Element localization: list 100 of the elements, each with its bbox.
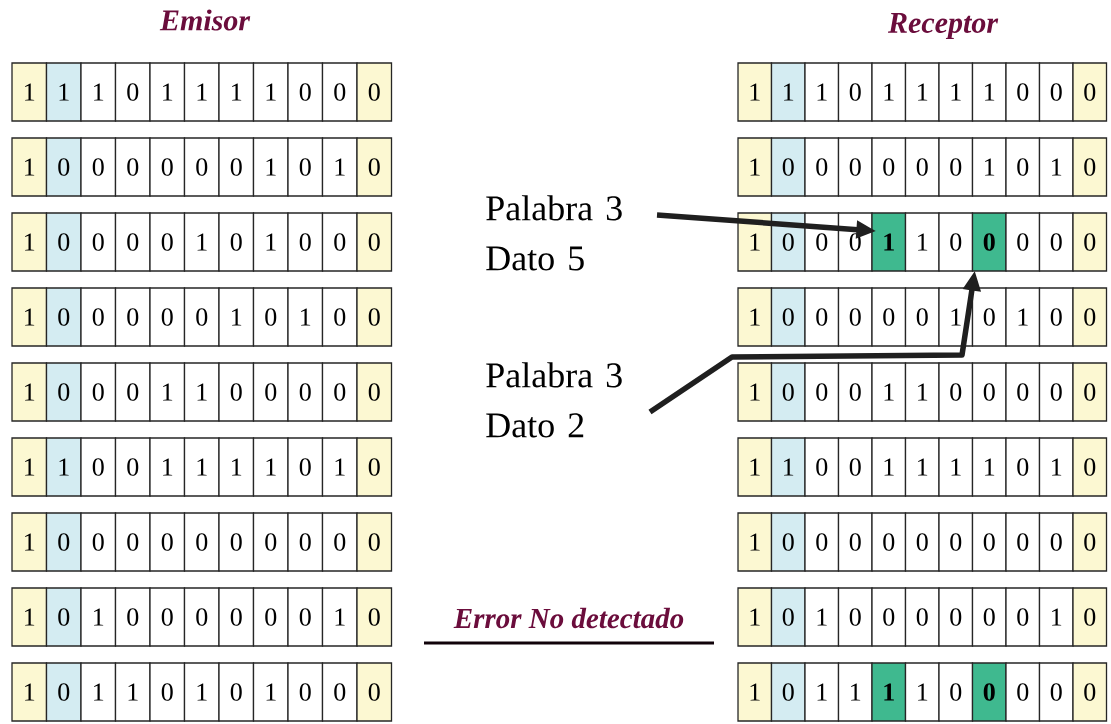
bit-cell: 0 [321, 212, 358, 272]
bit-cell: 0 [45, 137, 82, 197]
bit-cell: 1 [252, 437, 289, 497]
bit-cell: 1 [149, 62, 186, 122]
bit-cell: 1 [804, 587, 840, 647]
bit-cell: 1 [737, 437, 773, 497]
bit-cell: 0 [1072, 287, 1108, 347]
bit-cell: 0 [770, 137, 806, 197]
bit-cell: 1 [114, 662, 151, 722]
bit-cell: 0 [114, 587, 151, 647]
bit-cell: 0 [183, 512, 220, 572]
bit-cell: 0 [80, 287, 117, 347]
bit-cell: 0 [114, 287, 151, 347]
bit-cell: 0 [904, 287, 940, 347]
bit-cell: 1 [1005, 287, 1041, 347]
bit-cell: 0 [1038, 287, 1074, 347]
panel-title: Receptor [888, 13, 999, 39]
bit-cell: 0 [837, 587, 873, 647]
bit-cell: 1 [45, 437, 82, 497]
bit-cell: 1 [11, 512, 48, 572]
bit-cell: 0 [971, 287, 1007, 347]
bit-cell: 1 [183, 362, 220, 422]
bit-cell: 1 [737, 287, 773, 347]
bit-cell: 0 [904, 587, 940, 647]
bit-cell: 1 [904, 437, 940, 497]
bit-cell: 1 [938, 437, 974, 497]
note-text: Error No detectado [453, 607, 684, 629]
bit-cell: 0 [321, 287, 358, 347]
bit-cell: 0 [218, 512, 255, 572]
bit-cell: 0 [938, 512, 974, 572]
bit-cell: 1 [904, 662, 940, 722]
bit-cell: 0 [938, 362, 974, 422]
bit-cell: 0 [1072, 137, 1108, 197]
bit-cell: 0 [80, 212, 117, 272]
bit-cell: 0 [356, 587, 393, 647]
bit-cell: 0 [770, 512, 806, 572]
bit-cell: 0 [45, 287, 82, 347]
bit-cell: 1 [218, 62, 255, 122]
bit-cell: 0 [837, 62, 873, 122]
bit-cell: 0 [80, 362, 117, 422]
bit-cell: 0 [252, 512, 289, 572]
bit-cell: 1 [183, 437, 220, 497]
bit-cell: 1 [321, 137, 358, 197]
bit-cell: 0 [356, 437, 393, 497]
bit-cell: 0 [804, 212, 840, 272]
bit-cell: 1 [183, 62, 220, 122]
bit-cell: 0 [1072, 662, 1108, 722]
bit-cell: 1 [183, 662, 220, 722]
bit-cell: 1 [737, 587, 773, 647]
bit-cell: 0 [149, 662, 186, 722]
bit-cell: 0 [938, 587, 974, 647]
bit-cell: 0 [218, 137, 255, 197]
bit-cell: 0 [183, 137, 220, 197]
bit-cell: 1 [11, 287, 48, 347]
bit-cell: 1 [45, 62, 82, 122]
bit-cell: 0 [837, 287, 873, 347]
bit-cell: 0 [183, 587, 220, 647]
bit-cell: 0 [356, 137, 393, 197]
bit-cell: 0 [356, 362, 393, 422]
bit-cell: 0 [80, 512, 117, 572]
bit-cell: 0 [114, 137, 151, 197]
bit-cell: 0 [287, 137, 324, 197]
bit-cell: 0 [218, 662, 255, 722]
bit-cell: 0 [149, 137, 186, 197]
bit-cell: 1 [871, 362, 907, 422]
bit-cell: 0 [356, 287, 393, 347]
bit-cell: 1 [252, 212, 289, 272]
bit-cell: 0 [1038, 62, 1074, 122]
bit-cell: 0 [45, 662, 82, 722]
bit-cell: 1 [871, 437, 907, 497]
bit-cell: 1 [11, 62, 48, 122]
bit-cell: 1 [971, 437, 1007, 497]
bit-cell: 1 [287, 287, 324, 347]
bit-cell: 0 [356, 512, 393, 572]
bit-cell: 0 [1005, 437, 1041, 497]
bit-cell: 0 [971, 587, 1007, 647]
bit-cell: 0 [804, 437, 840, 497]
bit-cell: 1 [1038, 137, 1074, 197]
bit-cell: 1 [871, 662, 907, 722]
bit-cell: 1 [904, 362, 940, 422]
bit-cell: 0 [252, 287, 289, 347]
bit-cell: 0 [45, 512, 82, 572]
bit-cell: 0 [904, 512, 940, 572]
bit-cell: 1 [252, 62, 289, 122]
bit-cell: 0 [804, 287, 840, 347]
bit-cell: 0 [45, 212, 82, 272]
bit-cell: 1 [804, 62, 840, 122]
bit-cell: 1 [321, 437, 358, 497]
bit-cell: 0 [871, 512, 907, 572]
bit-cell: 1 [11, 362, 48, 422]
bit-cell: 0 [321, 62, 358, 122]
bit-cell: 0 [971, 362, 1007, 422]
bit-cell: 1 [80, 587, 117, 647]
bit-cell: 0 [1072, 212, 1108, 272]
bit-cell: 0 [1005, 662, 1041, 722]
bit-cell: 0 [1072, 512, 1108, 572]
bit-cell: 0 [804, 137, 840, 197]
bit-cell: 0 [971, 212, 1007, 272]
bit-cell: 1 [149, 437, 186, 497]
bit-cell: 0 [287, 437, 324, 497]
